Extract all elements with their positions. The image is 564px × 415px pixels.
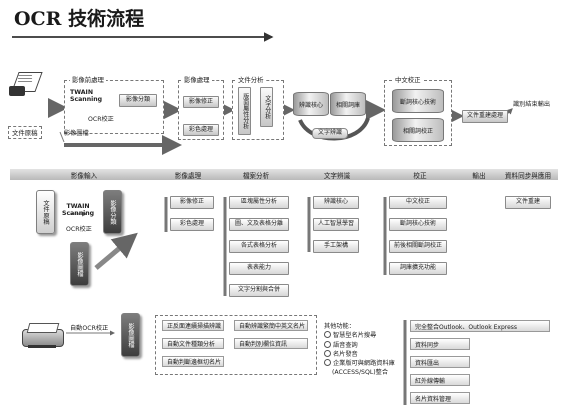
file-analysis-item: 區塊屬性分析 (229, 196, 289, 209)
image-file-arrow-2 (59, 131, 65, 143)
other-feature-item: (ACCESS/SQL)整合 (332, 368, 389, 376)
other-features-title: 其他功能： (324, 323, 355, 330)
file-analysis-item: 圖、文及表格分離 (229, 218, 289, 231)
bullet-icon (324, 350, 331, 358)
file-analysis-item: 文字分割與合併 (229, 284, 289, 297)
ocr-correct-text: OCR校正 (88, 116, 114, 123)
phrase-tech-cylinder: 斷詞核心技術 (392, 89, 444, 113)
correction-item: 前後相關斷詞校正 (389, 240, 447, 253)
band-file-analysis: 檔案分析 (218, 169, 295, 180)
image-file-card: 影像圖檔 (70, 242, 89, 286)
output-item: 資料同步 (410, 338, 470, 350)
image-proc-item: 影像修正 (170, 196, 214, 209)
other-feature-item: 智慧型名片搜尋 (324, 331, 395, 340)
file-analysis-item: 表表能力 (229, 262, 289, 275)
output-result-text: 識別結束輸出 (513, 101, 551, 108)
feature-item: 自動判別欄位資訊 (234, 338, 308, 349)
chinese-label: 中文校正 (393, 75, 423, 84)
bullet-icon (324, 340, 331, 348)
ocr-correct-mid-text: OCR校正 (66, 226, 92, 233)
output-item: 紅外線傳輸 (410, 374, 470, 386)
scanner-device-icon (22, 321, 64, 349)
band-correction: 校正 (380, 169, 461, 180)
text-recog-item: 手工架構 (313, 240, 359, 253)
feature-item: 正反面連續掃描辨識 (162, 320, 224, 331)
twain-text: TWAIN Scanning (70, 89, 103, 104)
diag-arrow (94, 232, 138, 270)
bullet-icon (324, 359, 331, 367)
feature-item: 自動辨識繁簡中英文名片 (234, 320, 308, 331)
bottom-image-file-card: 影像圖檔 (121, 313, 140, 357)
doc-rebuild-box: 文件重建處理 (462, 110, 508, 123)
color-proc-box: 彩色處理 (183, 124, 219, 136)
band-text-recog: 文字辨識 (294, 169, 381, 180)
similar-table-cylinder: 相關詞庫 (330, 92, 366, 116)
other-feature-item: 語音查詢 (324, 340, 395, 350)
other-feature-item: 企業版可與網路資料庫 (324, 359, 395, 368)
sync-item: 文件重建 (505, 196, 551, 209)
twain-mid-text: TWAIN Scanning (62, 203, 95, 218)
image-classify-box: 影像分類 (119, 94, 157, 107)
band-image-proc: 影像處理 (158, 169, 219, 180)
image-file-text: 影像圖檔 (64, 130, 89, 137)
band-image-input: 影像輸入 (10, 169, 159, 180)
image-fix-box: 影像修正 (183, 96, 219, 108)
text-analysis-box: 文字分析 (260, 87, 273, 127)
output-item: 名片資料管理 (410, 392, 470, 404)
band-output: 輸出 (460, 169, 499, 180)
image-classify-card: 影像分類 (103, 190, 122, 234)
preprocess-group (64, 80, 164, 134)
output-item: 資料匯出 (410, 356, 470, 368)
output-item: 完全整合Outlook、Outlook Express (410, 320, 550, 332)
page-title: OCR 技術流程 (14, 8, 145, 30)
feature-item: 自動文件種類分析 (162, 338, 224, 349)
preprocess-label: 影像前處理 (70, 75, 106, 84)
bullet-icon (324, 331, 331, 339)
doc-source-card: 文件原稿 (36, 190, 55, 234)
file-analysis-item: 各式表格分析 (229, 240, 289, 253)
docanalysis-label: 文件分析 (236, 75, 266, 84)
text-recog-item: 人工智慧學習 (313, 218, 359, 231)
recog-core-cylinder: 辨識核心 (293, 92, 329, 116)
correction-item: 斷詞核心技術 (389, 218, 447, 231)
image-proc-item: 彩色處理 (170, 218, 214, 231)
auto-ocr-text: 自動OCR校正 (70, 325, 109, 332)
doc-source-text: 文件原稿 (12, 129, 38, 137)
other-features: 其他功能： 智慧型名片搜尋 語音查詢 名片發音 企業版可與網路資料庫 (ACCE… (324, 323, 395, 377)
text-recog-item: 辨識核心 (313, 196, 359, 209)
other-feature-item: 名片發音 (324, 350, 395, 359)
imageproc-label: 影像處理 (182, 75, 212, 84)
scanner-icon (9, 70, 43, 100)
layout-analysis-box: 版面屬性分析 (238, 87, 251, 135)
correction-item: 中文校正 (389, 196, 447, 209)
band-sync: 資料同步與應用 (498, 169, 559, 180)
similar-correct-cylinder: 相關詞校正 (392, 118, 444, 142)
correction-item: 詞庫擴充功能 (389, 262, 447, 275)
feature-item: 自動判斷邊框切名片 (162, 356, 224, 367)
doc-source-label: 文件原稿 (8, 126, 42, 139)
text-recog-box: 文字辨識 (312, 128, 348, 139)
